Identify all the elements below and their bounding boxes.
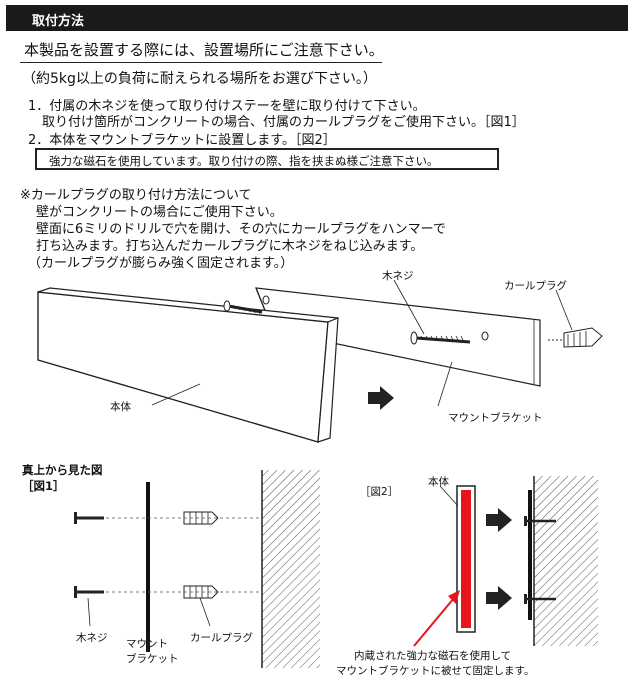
warning-text: 強力な磁石を使用しています。取り付けの際、指を挟まぬ様ご注意下さい。	[49, 154, 439, 168]
screw-icon	[74, 512, 104, 524]
intro-underline	[20, 62, 382, 63]
wall-plug-icon	[183, 511, 219, 525]
screw-icon	[410, 331, 471, 345]
wall-plug-icon	[183, 585, 219, 599]
step-1: 1．付属の木ネジを使って取り付けステーを壁に取り付けて下さい。	[28, 99, 426, 114]
section-header: 取付方法	[6, 5, 628, 31]
fig2-caption-1: 内蔵された強力な磁石を使用して	[354, 650, 512, 662]
fig2-label-body: 本体	[428, 476, 449, 488]
arrow-right-icon	[368, 386, 394, 410]
screw-icon	[74, 586, 104, 598]
fig2-wall	[533, 476, 598, 646]
fig1-title: 真上から見た図	[22, 463, 103, 477]
intro-notice: 本製品を設置する際には、設置場所にご注意下さい。	[24, 41, 384, 59]
step-2: 2．本体をマウントブラケットに設置します。［図2］	[28, 133, 336, 148]
magnet-pointer-arrow	[413, 590, 460, 647]
wall-plug-icon	[548, 327, 603, 348]
plug-note-line-1: 壁がコンクリートの場合にご使用下さい。	[36, 205, 283, 220]
fig1-tag: ［図1］	[22, 479, 65, 493]
label-body-main: 本体	[110, 401, 131, 413]
plug-note-title: ※カールプラグの取り付け方法について	[20, 188, 252, 203]
intro-load-note: （約5kg以上の負荷に耐えられる場所をお選び下さい。）	[22, 71, 377, 87]
label-bracket-main: マウントブラケット	[448, 412, 543, 424]
fig2-caption-2: マウントブラケットに被せて固定します。	[336, 665, 535, 677]
section-title: 取付方法	[32, 14, 85, 29]
label-screw-main: 木ネジ	[382, 270, 414, 282]
plug-note-line-4: （カールプラグが膨らみ強く固定されます。）	[28, 256, 294, 271]
warning-box: 強力な磁石を使用しています。取り付けの際、指を挟まぬ様ご注意下さい。	[35, 148, 499, 170]
fig1-label-bracket-2: ブラケット	[126, 653, 179, 665]
step-1-detail: 取り付け箇所がコンクリートの場合、付属のカールプラグをご使用下さい。［図1］	[42, 115, 525, 130]
fig1-label-screw: 木ネジ	[76, 632, 108, 644]
fig1-label-plug: カールプラグ	[190, 632, 253, 644]
fig2-body-with-magnet	[456, 485, 476, 633]
screw-icon	[524, 594, 556, 604]
fig2-tag: ［図2］	[360, 486, 399, 498]
screw-icon	[524, 516, 556, 526]
fig1-label-bracket-1: マウント	[126, 638, 168, 650]
fig1-wall	[261, 470, 320, 668]
fig2-bracket	[528, 490, 532, 620]
body-plank	[37, 287, 339, 443]
label-plug-main: カールプラグ	[504, 280, 567, 292]
arrow-right-icon	[486, 508, 512, 532]
screw-icon	[223, 300, 263, 315]
arrow-right-icon	[486, 586, 512, 610]
fig1-bracket	[146, 482, 150, 652]
plug-note-line-3: 打ち込みます。打ち込んだカールプラグに木ネジをねじ込みます。	[36, 239, 424, 254]
plug-note-line-2: 壁面に6ミリのドリルで穴を開け、その穴にカールプラグをハンマーで	[36, 222, 446, 237]
